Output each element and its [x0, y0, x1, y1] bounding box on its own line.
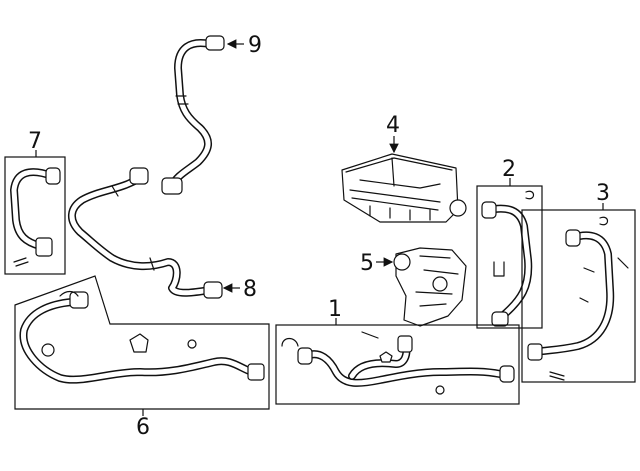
callout-7: 7: [28, 129, 42, 154]
bracket-icon: [129, 333, 149, 353]
hose-connector-icon: [35, 237, 53, 257]
clip-icon: [599, 216, 609, 226]
hose-connector-icon: [161, 177, 183, 195]
hose-connector-icon: [527, 343, 543, 361]
part-9-hose[interactable]: [161, 35, 225, 195]
part-1-hose[interactable]: [281, 331, 515, 395]
part-7-hose[interactable]: [10, 167, 61, 267]
hose-connector-icon: [491, 311, 509, 327]
clip-icon: [617, 257, 629, 269]
clip-icon: [13, 257, 29, 267]
bracket-icon: [579, 267, 595, 303]
callout-9: 9: [248, 33, 262, 58]
hose-connector-icon: [397, 335, 413, 353]
part-3-hose[interactable]: [527, 216, 629, 381]
hose-connector-icon: [565, 229, 581, 247]
clip-icon: [549, 371, 565, 381]
callout-3: 3: [596, 181, 610, 206]
clip-icon: [525, 190, 535, 200]
clip-icon: [281, 337, 299, 347]
part-3-box: [521, 209, 636, 383]
callout-1: 1: [328, 297, 342, 322]
hose-connector-icon: [45, 167, 61, 185]
hose-connector-icon: [297, 347, 313, 365]
callout-6: 6: [136, 415, 150, 440]
part-5-pump[interactable]: [393, 247, 467, 327]
part-7-box: [4, 156, 66, 275]
callout-4: 4: [386, 113, 400, 138]
hose-connector-icon: [481, 201, 497, 219]
part-6-box: [14, 275, 270, 410]
part-4-module[interactable]: [341, 153, 467, 223]
part-1-box: [275, 324, 520, 405]
hose-connector-icon: [247, 363, 265, 381]
port-icon: [449, 199, 467, 217]
hose-connector-icon: [69, 291, 89, 309]
hose-connector-icon: [205, 35, 225, 51]
hose-connector-icon: [499, 365, 515, 383]
hose-connector-icon: [129, 167, 149, 185]
clip-icon: [59, 290, 79, 297]
bracket-icon: [379, 351, 393, 363]
part-6-hose[interactable]: [19, 290, 265, 384]
callout-8: 8: [243, 277, 257, 302]
callout-5: 5: [360, 251, 374, 276]
callout-2: 2: [502, 157, 516, 182]
clip-icon: [493, 261, 505, 277]
fastener-icon: [435, 385, 445, 395]
fastener-icon: [187, 339, 197, 349]
hose-connector-icon: [203, 281, 223, 299]
clip-icon: [361, 331, 379, 339]
port-icon: [393, 253, 411, 271]
clamp-icon: [41, 343, 55, 357]
part-2-hose[interactable]: [481, 190, 535, 327]
part-8-hose[interactable]: [68, 167, 223, 299]
